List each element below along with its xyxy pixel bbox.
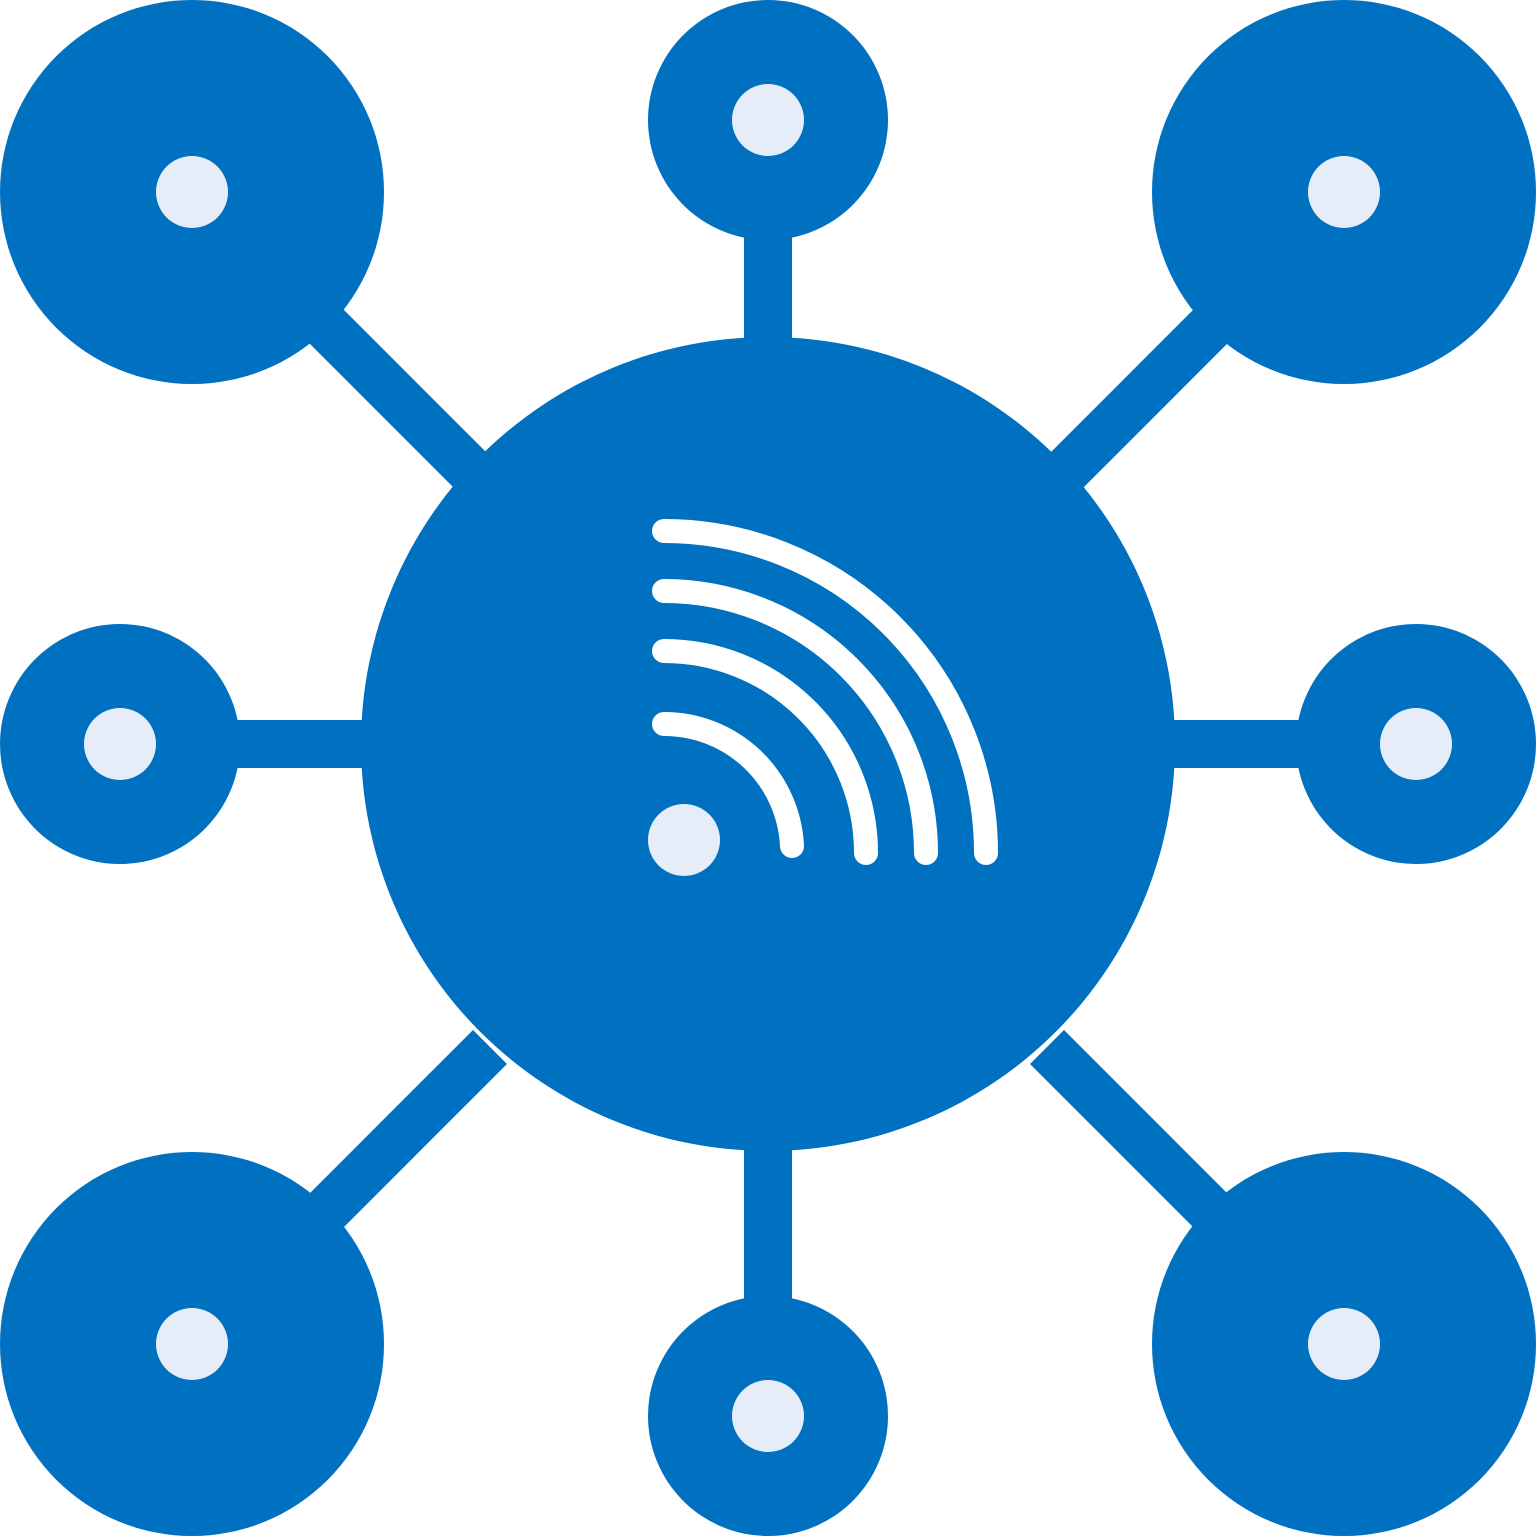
node-dot-icon: [1380, 708, 1452, 780]
satellite-node-bottom-left: [0, 1152, 384, 1536]
node-dot-icon: [156, 1308, 228, 1380]
satellite-node-top-right: [1152, 0, 1536, 384]
node-dot-icon: [732, 84, 804, 156]
node-dot-icon: [156, 156, 228, 228]
node-dot-icon: [1308, 1308, 1380, 1380]
node-dot-icon: [732, 1380, 804, 1452]
satellite-node-left: [0, 624, 240, 864]
signal-wave-arc-4: [652, 519, 998, 865]
wireless-signal-icon: [648, 519, 998, 876]
satellite-node-right: [1296, 624, 1536, 864]
satellite-node-top-left: [0, 0, 384, 384]
node-dot-icon: [1308, 156, 1380, 228]
satellite-node-bottom-right: [1152, 1152, 1536, 1536]
signal-wave-arc-1: [652, 711, 804, 858]
signal-source-dot-icon: [648, 804, 720, 876]
central-hub-node: [361, 337, 1175, 1151]
signal-wave-arc-2: [652, 639, 878, 865]
satellite-node-top: [648, 0, 888, 240]
node-dot-icon: [84, 708, 156, 780]
satellite-node-bottom: [648, 1296, 888, 1536]
signal-wave-arc-3: [652, 579, 938, 865]
